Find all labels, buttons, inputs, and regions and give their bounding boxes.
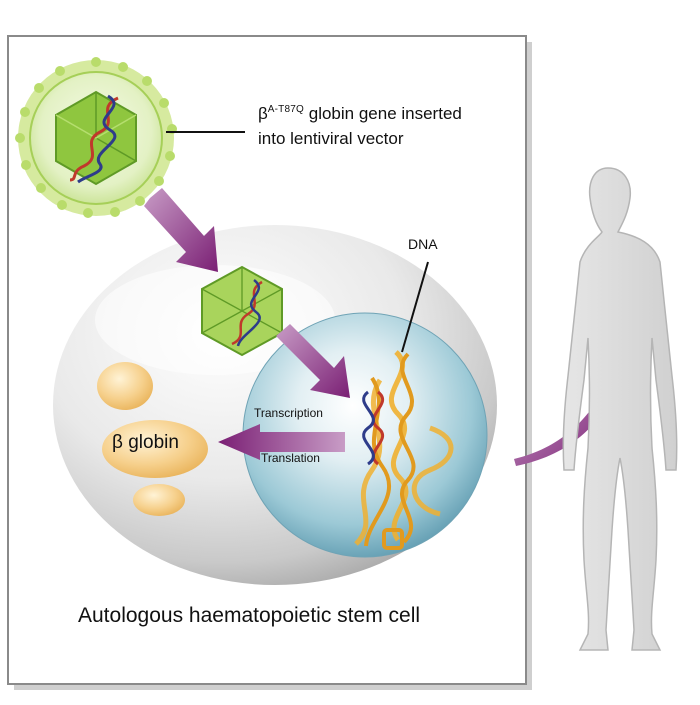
cell-caption: Autologous haematopoietic stem cell — [78, 604, 421, 627]
nuclear-import-arrow — [276, 324, 350, 398]
vector-spikes — [15, 57, 177, 218]
vector-caption: βA-T87Q globin gene inserted into lentiv… — [258, 103, 462, 150]
dna-label: DNA — [408, 236, 438, 252]
nuclear-dna — [354, 350, 454, 550]
beta-globin-label: β globin — [112, 432, 179, 453]
lentiviral-vector — [15, 57, 177, 218]
transcription-label: Transcription — [254, 406, 323, 420]
patient-silhouette — [562, 167, 678, 651]
translation-label: Translation — [261, 451, 320, 465]
vector-in-cytoplasm — [201, 265, 283, 357]
protein-blob-top — [97, 362, 153, 410]
integrated-transgene-dna — [362, 390, 385, 466]
vector-caption-symbol: β — [258, 104, 268, 123]
protein-blob-bottom — [133, 484, 185, 516]
vector-caption-line1: globin gene inserted — [308, 104, 462, 123]
vector-dna-helix — [69, 94, 119, 184]
vector-caption-line2: into lentiviral vector — [258, 129, 404, 148]
transcription-translation-arrow — [218, 424, 345, 460]
beta-globin-blob — [102, 420, 208, 478]
vector-caption-superscript: A-T87Q — [267, 104, 304, 115]
entry-arrow — [144, 188, 218, 272]
dna-leader-line — [401, 261, 429, 353]
